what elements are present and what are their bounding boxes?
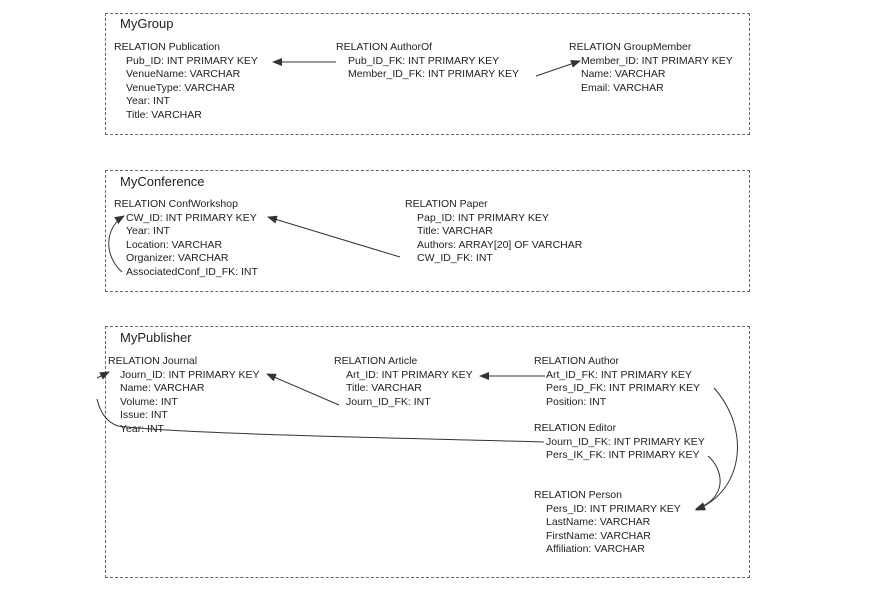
attribute: Pub_ID: INT PRIMARY KEY <box>126 54 258 67</box>
attribute: Position: INT <box>546 395 607 408</box>
attribute: Year: INT <box>126 225 170 238</box>
attribute: Authors: ARRAY[20] OF VARCHAR <box>417 238 583 251</box>
mygroup-box <box>105 13 750 135</box>
attribute: Year: INT <box>120 422 164 435</box>
attribute: Title: VARCHAR <box>126 108 202 121</box>
relation-name: RELATION Editor <box>534 422 617 434</box>
attribute: Journ_ID_FK: INT PRIMARY KEY <box>546 435 705 448</box>
attribute: Email: VARCHAR <box>581 81 664 94</box>
relation-author: RELATION Author Art_ID_FK: INT PRIMARY K… <box>534 355 700 409</box>
relation-journal: RELATION Journal Journ_ID: INT PRIMARY K… <box>108 355 259 437</box>
myconference-title: MyConference <box>120 174 205 189</box>
relation-name: RELATION Author <box>534 355 620 367</box>
attribute: Member_ID: INT PRIMARY KEY <box>581 54 733 67</box>
relation-name: RELATION Publication <box>114 41 221 53</box>
attribute: Pers_IK_FK: INT PRIMARY KEY <box>546 449 700 462</box>
mypublisher-title: MyPublisher <box>120 330 192 345</box>
attribute: Journ_ID: INT PRIMARY KEY <box>120 368 260 381</box>
relation-article: RELATION Article Art_ID: INT PRIMARY KEY… <box>334 355 473 409</box>
attribute: Volume: INT <box>120 395 178 408</box>
relation-paper: RELATION Paper Pap_ID: INT PRIMARY KEY T… <box>405 198 582 266</box>
attribute: VenueName: VARCHAR <box>126 68 241 81</box>
relation-name: RELATION GroupMember <box>569 41 692 53</box>
myconference-box <box>105 170 750 292</box>
attribute: Title: VARCHAR <box>346 382 422 395</box>
attribute: CW_ID: INT PRIMARY KEY <box>126 211 257 224</box>
relation-person: RELATION Person Pers_ID: INT PRIMARY KEY… <box>534 489 681 557</box>
mygroup-title: MyGroup <box>120 16 174 31</box>
attribute: Pers_ID_FK: INT PRIMARY KEY <box>546 382 701 395</box>
relation-name: RELATION Article <box>334 355 418 367</box>
relation-publication: RELATION Publication Pub_ID: INT PRIMARY… <box>114 41 258 123</box>
attribute: Affiliation: VARCHAR <box>546 543 645 556</box>
attribute: Name: VARCHAR <box>581 68 666 81</box>
relation-authorof: RELATION AuthorOf Pub_ID_FK: INT PRIMARY… <box>336 41 519 82</box>
relation-name: RELATION Person <box>534 489 622 501</box>
attribute: Title: VARCHAR <box>417 225 493 238</box>
attribute: Organizer: VARCHAR <box>126 252 229 265</box>
relation-name: RELATION Paper <box>405 198 488 210</box>
attribute: LastName: VARCHAR <box>546 516 651 529</box>
relation-name: RELATION AuthorOf <box>336 41 433 53</box>
attribute: Art_ID: INT PRIMARY KEY <box>346 368 473 381</box>
relation-editor: RELATION Editor Journ_ID_FK: INT PRIMARY… <box>534 422 705 463</box>
attribute: CW_ID_FK: INT <box>417 252 493 265</box>
relation-groupmember: RELATION GroupMember Member_ID: INT PRIM… <box>569 41 733 95</box>
attribute: Pap_ID: INT PRIMARY KEY <box>417 211 549 224</box>
attribute: FirstName: VARCHAR <box>546 529 651 542</box>
attribute: AssociatedConf_ID_FK: INT <box>126 265 258 278</box>
relation-name: RELATION Journal <box>108 355 198 367</box>
mypublisher-box <box>105 326 750 578</box>
attribute: VenueType: VARCHAR <box>126 81 235 94</box>
attribute: Art_ID_FK: INT PRIMARY KEY <box>546 368 692 381</box>
attribute: Issue: INT <box>120 409 168 422</box>
attribute: Pers_ID: INT PRIMARY KEY <box>546 502 681 515</box>
relation-name: RELATION ConfWorkshop <box>114 198 238 210</box>
attribute: Name: VARCHAR <box>120 382 205 395</box>
attribute: Journ_ID_FK: INT <box>346 395 431 408</box>
attribute: Year: INT <box>126 95 170 108</box>
attribute: Pub_ID_FK: INT PRIMARY KEY <box>348 54 500 67</box>
attribute: Location: VARCHAR <box>126 238 223 251</box>
attribute: Member_ID_FK: INT PRIMARY KEY <box>348 68 519 81</box>
relation-confworkshop: RELATION ConfWorkshop CW_ID: INT PRIMARY… <box>114 198 258 280</box>
